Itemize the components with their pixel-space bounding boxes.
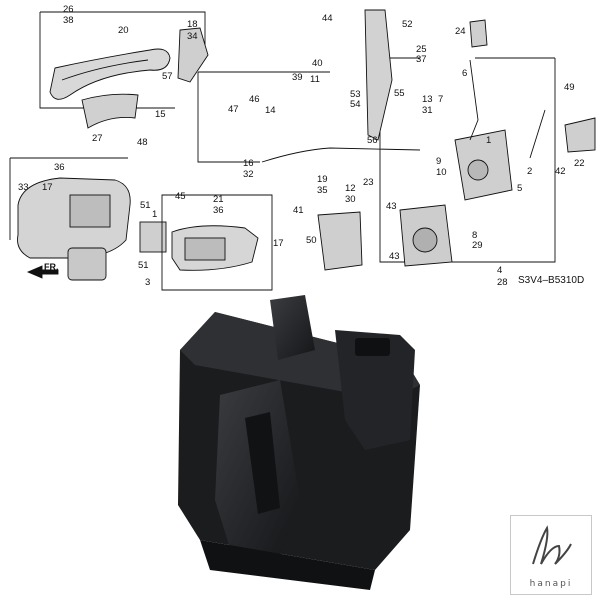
part-callout-c51b: 51	[138, 260, 149, 271]
part-callout-c2: 2	[527, 166, 532, 177]
part-callout-c31: 31	[422, 105, 433, 116]
part-callout-c1b: 1	[152, 209, 157, 220]
part-callout-c56: 56	[367, 135, 378, 146]
part-callout-c53: 53	[350, 89, 361, 100]
part-callout-c3: 3	[145, 277, 150, 288]
part-callout-c54: 54	[350, 99, 361, 110]
part-callout-c20: 20	[118, 25, 129, 36]
part-callout-c32: 32	[243, 169, 254, 180]
part-callout-c14: 14	[265, 105, 276, 116]
part-callout-c15: 15	[155, 109, 166, 120]
part-callout-c55: 55	[394, 88, 405, 99]
part-callout-c50: 50	[306, 235, 317, 246]
part-callout-c36b: 36	[213, 205, 224, 216]
part-callout-c39: 39	[292, 72, 303, 83]
part-callout-c23: 23	[363, 177, 374, 188]
part-callout-c24: 24	[455, 26, 466, 37]
part-callout-c1: 1	[486, 135, 491, 146]
part-callout-c21: 21	[213, 194, 224, 205]
part-callout-c35: 35	[317, 185, 328, 196]
part-callout-c26: 26	[63, 4, 74, 15]
brand-watermark: hanapi	[510, 515, 592, 595]
brand-logo-text: hanapi	[529, 579, 573, 589]
part-callout-c57: 57	[162, 71, 173, 82]
front-direction-label: FR.	[44, 262, 59, 272]
part-callout-c4: 4	[497, 265, 502, 276]
part-callout-c49: 49	[564, 82, 575, 93]
part-callout-c10: 10	[436, 167, 447, 178]
part-callout-c7: 7	[438, 94, 443, 105]
clip-product-photo	[178, 295, 420, 590]
part-callout-c30: 30	[345, 194, 356, 205]
part-callout-c51: 51	[140, 200, 151, 211]
part-callout-c11: 11	[310, 74, 320, 85]
part-callout-c36: 36	[54, 162, 65, 173]
part-callout-c44: 44	[322, 13, 333, 24]
part-callout-c27: 27	[92, 133, 103, 144]
part-callout-c19: 19	[317, 174, 328, 185]
part-callout-c46: 46	[249, 94, 260, 105]
part-callout-c43b: 43	[389, 251, 400, 262]
part-callout-c48: 48	[137, 137, 148, 148]
brand-logo-mark	[532, 525, 572, 565]
part-callout-c16: 16	[243, 158, 254, 169]
retainer-clip	[178, 295, 420, 590]
part-callout-c22: 22	[574, 158, 585, 169]
part-callout-c6: 6	[462, 68, 467, 79]
part-callout-c52: 52	[402, 19, 413, 30]
part-callout-c25: 25	[416, 44, 427, 55]
part-callout-c5: 5	[517, 183, 522, 194]
part-callout-c8: 8	[472, 230, 477, 241]
part-callout-c45: 45	[175, 191, 186, 202]
part-callout-c33: 33	[18, 182, 29, 193]
part-callout-c38: 38	[63, 15, 74, 26]
part-callout-c34: 34	[187, 31, 198, 42]
part-callout-c42: 42	[555, 166, 566, 177]
part-callout-c12: 12	[345, 183, 356, 194]
part-callout-c28: 28	[497, 277, 508, 288]
diagram-code: S3V4–B5310D	[518, 275, 584, 286]
part-callout-c18: 18	[187, 19, 198, 30]
part-callout-c37: 37	[416, 54, 427, 65]
part-callout-c40: 40	[312, 58, 323, 69]
part-callout-c47: 47	[228, 104, 239, 115]
part-callout-c17: 17	[42, 182, 53, 193]
part-callout-c41: 41	[293, 205, 304, 216]
part-callout-c9: 9	[436, 156, 441, 167]
part-callout-c17b: 17	[273, 238, 284, 249]
part-callout-c29: 29	[472, 240, 483, 251]
part-callout-c43: 43	[386, 201, 397, 212]
part-callout-c13: 13	[422, 94, 433, 105]
